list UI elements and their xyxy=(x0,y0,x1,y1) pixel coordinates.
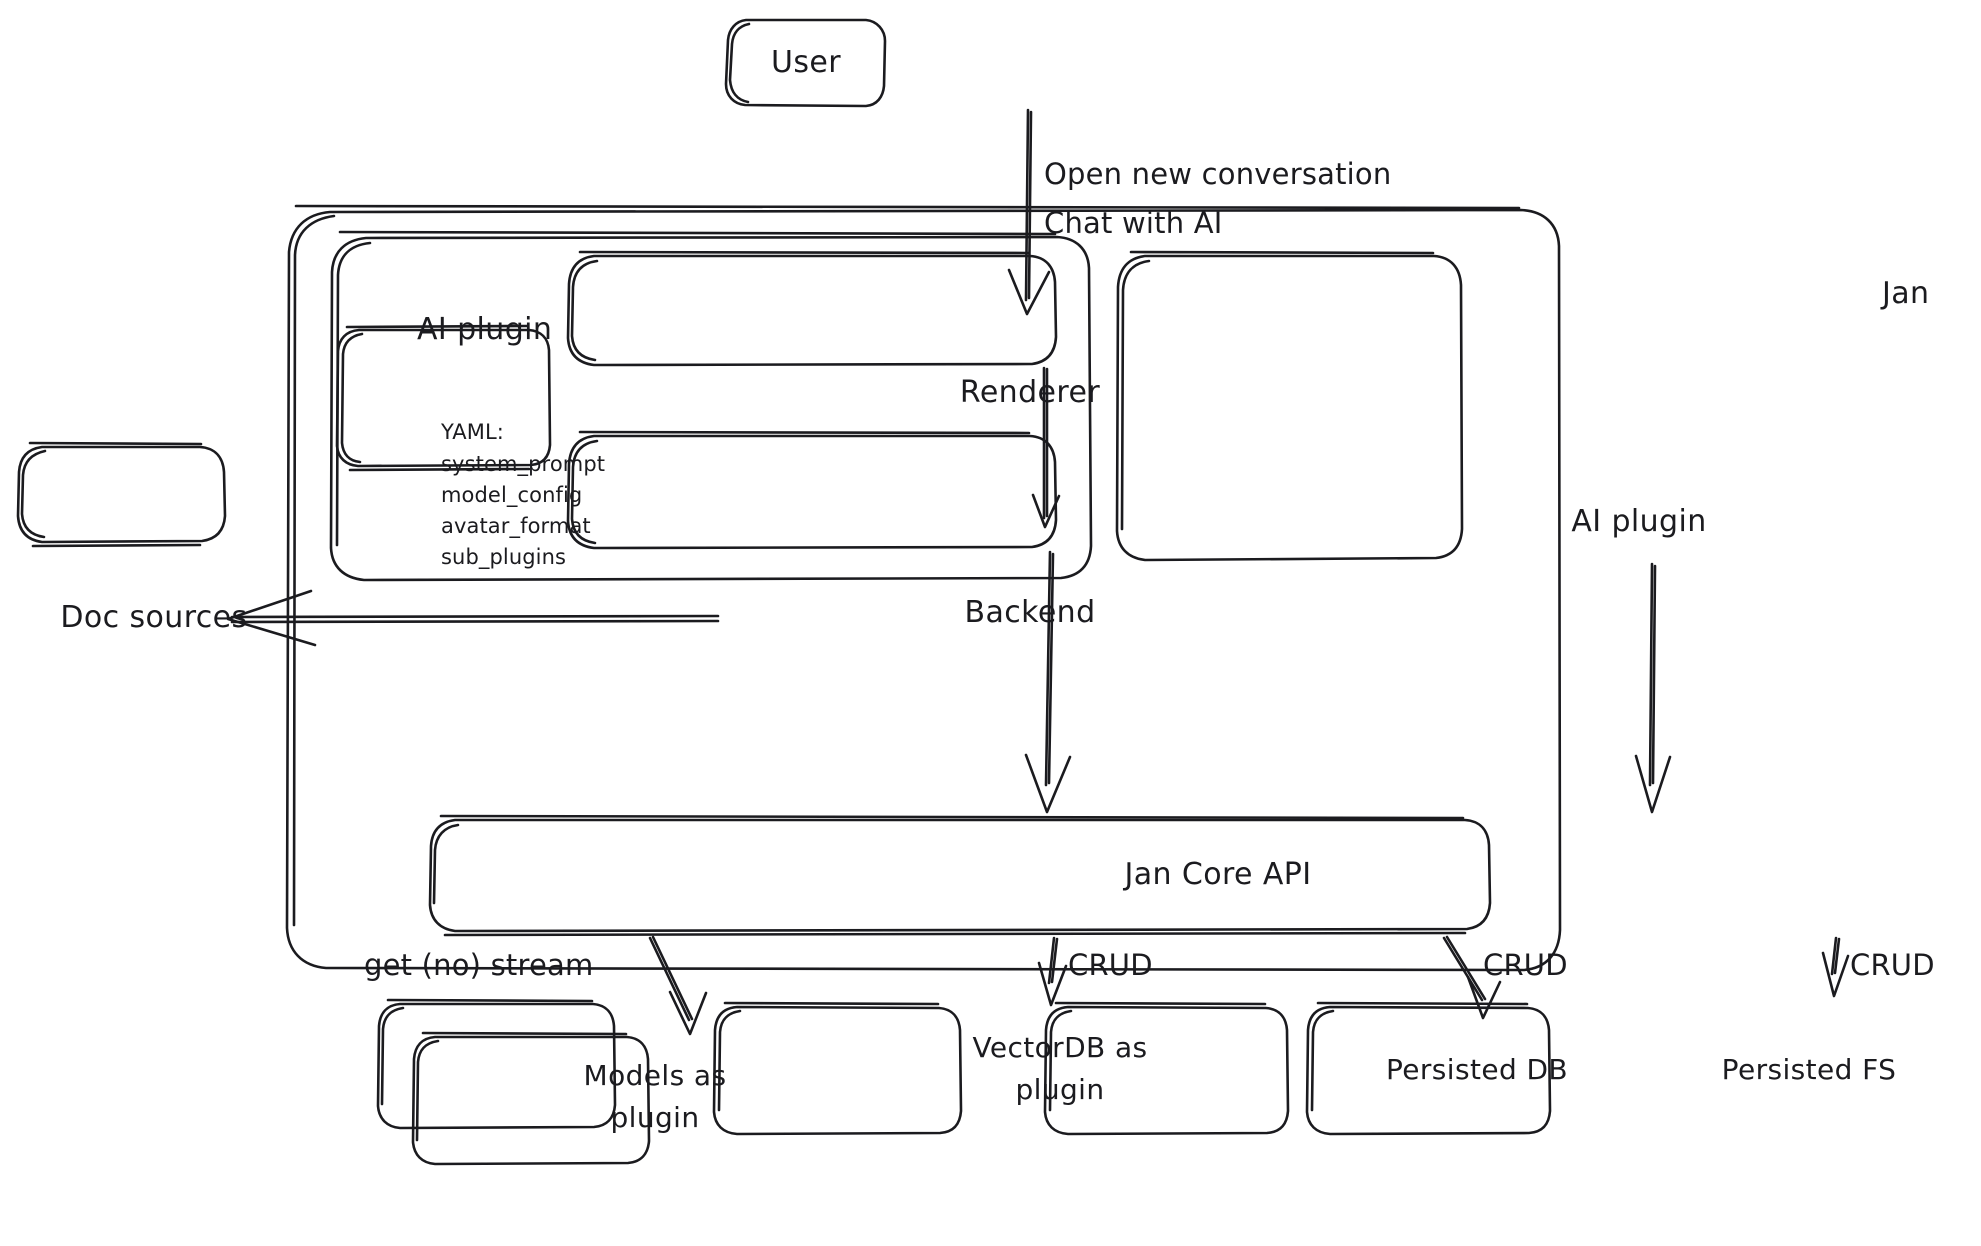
models-as-plugin-node[interactable] xyxy=(413,1032,650,1166)
edge-user-to-renderer xyxy=(1007,108,1051,316)
persisted-fs-node[interactable] xyxy=(1307,1002,1551,1136)
edge-core-api-to-persisted-fs xyxy=(1821,936,1850,998)
jan-core-api-node[interactable] xyxy=(430,814,1491,936)
edge-core-api-to-vectordb xyxy=(1037,936,1068,1007)
edge-renderer-to-backend xyxy=(1031,366,1061,529)
vectordb-as-plugin-node[interactable] xyxy=(714,1002,962,1136)
ai-plugin-group-shape xyxy=(329,230,1093,582)
edge-backend-to-doc-sources xyxy=(226,589,720,647)
backend-node[interactable] xyxy=(568,430,1058,550)
edge-core-api-to-models xyxy=(648,935,708,1036)
edge-core-api-to-persisted-db xyxy=(1442,935,1502,1020)
ai-plugin-node[interactable] xyxy=(1117,250,1464,562)
doc-sources-node[interactable] xyxy=(18,443,226,547)
persisted-fs-box-shape xyxy=(1305,1001,1552,1136)
backend-box-shape xyxy=(566,430,1058,550)
yaml-note-shape xyxy=(335,324,552,472)
persisted-db-node[interactable] xyxy=(1045,1002,1289,1136)
user-node[interactable] xyxy=(726,18,886,108)
yaml-note-node[interactable] xyxy=(337,326,552,471)
models-plugin-front-shape xyxy=(411,1031,651,1166)
edge-backend-to-core-api xyxy=(1024,550,1072,814)
vectordb-plugin-box-shape xyxy=(712,1001,963,1136)
jan-core-api-box-shape xyxy=(428,814,1492,937)
doc-sources-box-shape xyxy=(16,441,227,548)
models-plugin-back-shape xyxy=(376,998,617,1130)
persisted-db-box-shape xyxy=(1043,1001,1290,1136)
renderer-node[interactable] xyxy=(568,250,1058,368)
jan-group-shape xyxy=(285,204,1562,972)
renderer-box-shape xyxy=(566,250,1058,367)
user-box-shape xyxy=(724,18,887,108)
ai-plugin-box-shape xyxy=(1115,250,1464,562)
edge-ai-plugin-to-core-api xyxy=(1634,562,1672,814)
